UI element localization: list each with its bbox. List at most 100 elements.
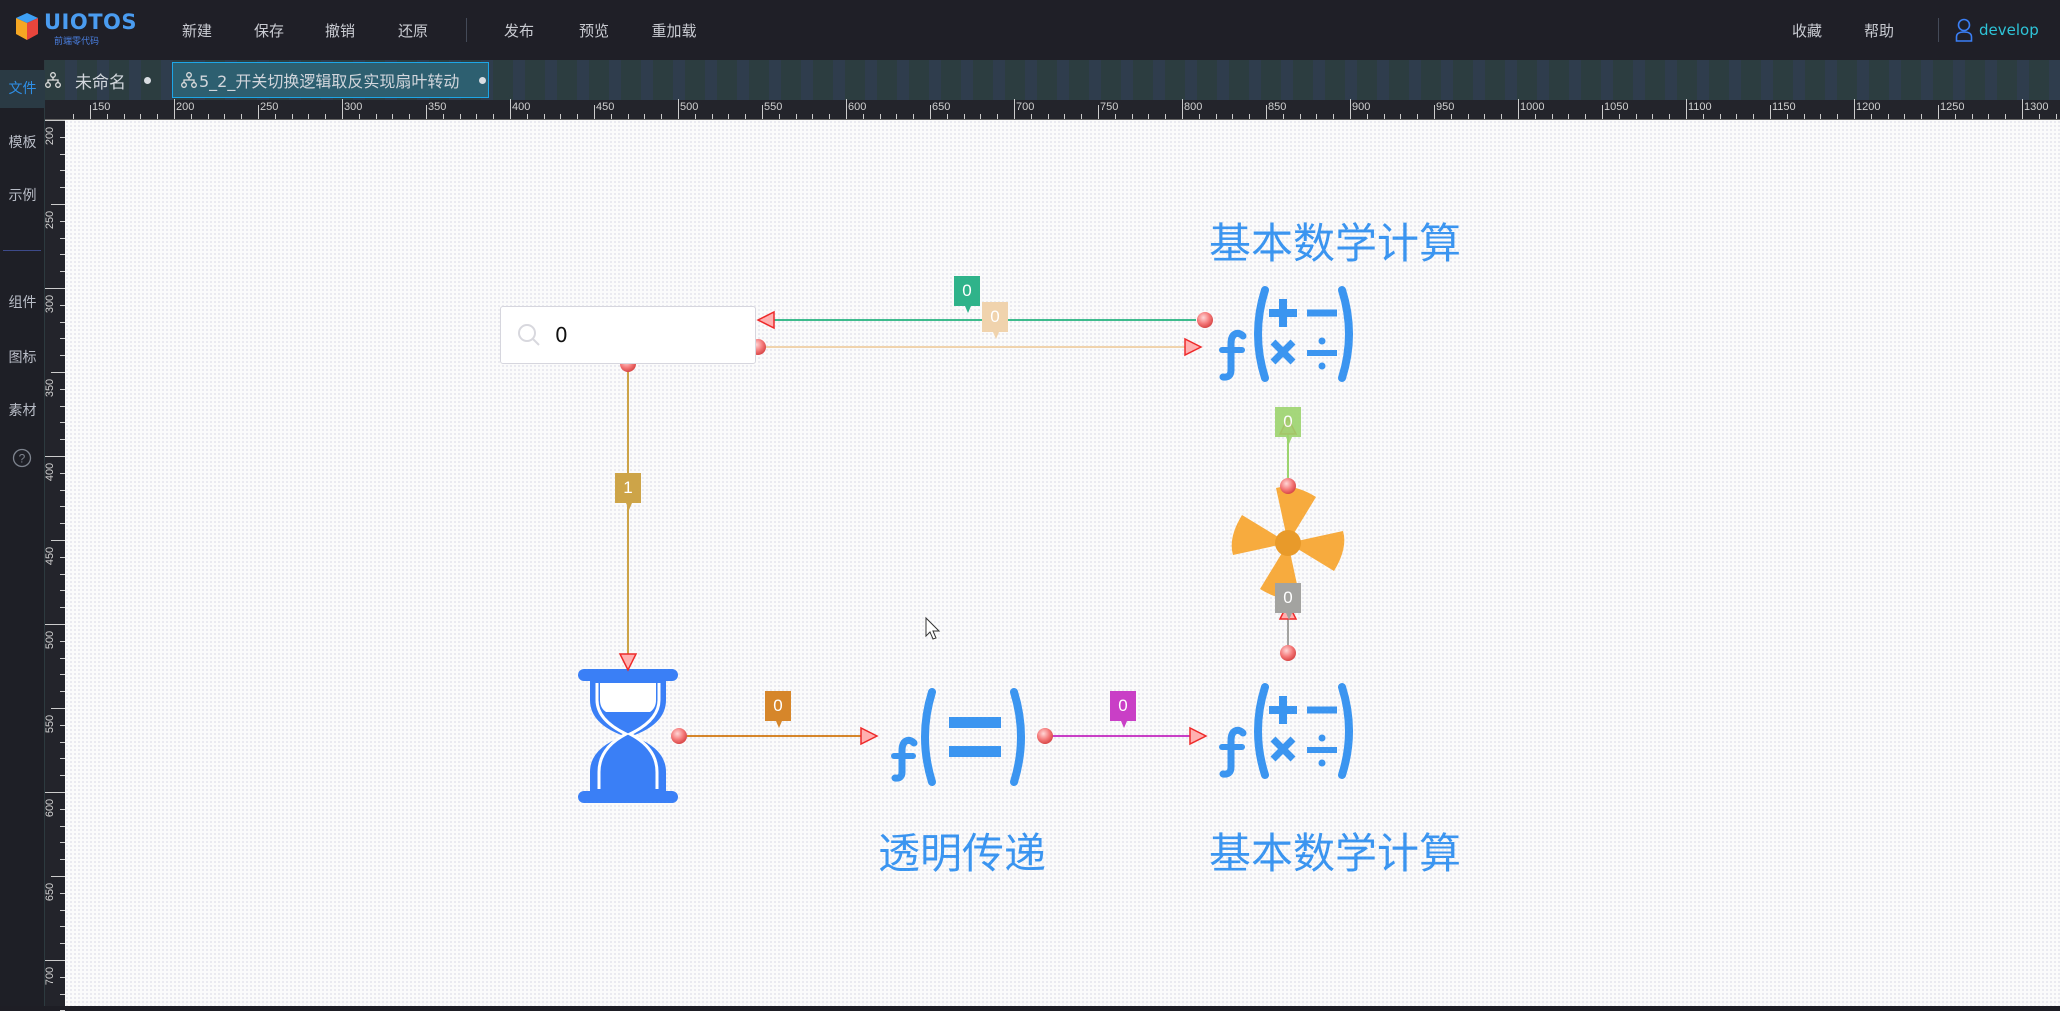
- sidebar-item-icons[interactable]: 图标: [8, 350, 37, 366]
- menu-publish[interactable]: 发布: [503, 22, 535, 40]
- ruler-tick: [60, 775, 65, 777]
- arrow-right: [1189, 726, 1208, 746]
- menu-preview[interactable]: 预览: [578, 22, 610, 40]
- hourglass-timer-node[interactable]: [578, 669, 678, 803]
- ruler-tick: [60, 187, 65, 189]
- ruler-tick: [60, 271, 65, 273]
- ruler-tick: [60, 506, 65, 508]
- link-value-label: 0: [1110, 691, 1136, 728]
- diagram-canvas[interactable]: 0 基本数学计算 透明传递 基本数学计算 0 0 1 0 0 0 0: [65, 120, 2060, 1006]
- menu-save[interactable]: 保存: [253, 22, 285, 40]
- pass-through-node[interactable]: [891, 688, 1025, 786]
- ruler-tick: [2022, 99, 2023, 119]
- question-circle-icon[interactable]: ?: [12, 448, 32, 468]
- ruler-tick: [1266, 105, 1267, 119]
- ruler-tick: [1047, 114, 1049, 119]
- ruler-tick: [60, 489, 65, 491]
- ruler-tick: [190, 114, 192, 119]
- menu-divider: [1938, 18, 1939, 42]
- ruler-tick: [60, 422, 65, 424]
- sidebar: 文件 模板 示例 组件 图标 素材 ?: [0, 60, 45, 1006]
- arrow-right: [1184, 337, 1203, 357]
- tab-untitled[interactable]: 未命名: [45, 60, 151, 100]
- ruler-tick: [678, 99, 679, 119]
- ruler-tick: [963, 114, 965, 119]
- ruler-tick: [560, 114, 562, 119]
- ruler-tick: [308, 114, 310, 119]
- ruler-tick: [60, 926, 65, 928]
- ruler-tick: [60, 573, 65, 575]
- menu-new[interactable]: 新建: [181, 22, 213, 40]
- ruler-tick: [1434, 105, 1435, 119]
- ruler-tick: [493, 114, 495, 119]
- ruler-tick: [762, 105, 763, 119]
- sidebar-item-components[interactable]: 组件: [8, 295, 37, 311]
- sidebar-item-example[interactable]: 示例: [8, 188, 37, 204]
- menu-undo[interactable]: 撤销: [324, 22, 356, 40]
- math-calc-node-bottom[interactable]: [1222, 687, 1349, 775]
- menu-help[interactable]: 帮助: [1863, 22, 1895, 40]
- ruler-tick: [60, 674, 65, 676]
- svg-text:?: ?: [19, 452, 26, 466]
- logo[interactable]: UIOTOS 前端零代码: [14, 10, 137, 50]
- sidebar-item-file[interactable]: 文件: [0, 70, 45, 108]
- ruler-label: 1100: [1688, 101, 1712, 113]
- ruler-tick: [1282, 114, 1284, 119]
- ruler-tick: [60, 523, 65, 525]
- ruler-tick: [60, 439, 65, 441]
- ruler-tick: [60, 640, 65, 642]
- ruler-label: 750: [1100, 101, 1119, 113]
- menu-reload[interactable]: 重加载: [651, 22, 697, 40]
- ruler-tick: [1618, 114, 1620, 119]
- tab-active-diagram[interactable]: 5_2_开关切换逻辑取反实现扇叶转动: [172, 62, 489, 98]
- arrow-down: [618, 653, 638, 672]
- ruler-tick: [2038, 114, 2040, 119]
- ruler-label: 500: [680, 101, 699, 113]
- link-value-label: 0: [765, 691, 791, 728]
- ruler-tick: [476, 114, 478, 119]
- ruler-label: 400: [44, 462, 57, 482]
- menu-restore[interactable]: 还原: [397, 22, 429, 40]
- ruler-label: 1050: [1604, 101, 1629, 113]
- ruler-tick: [1719, 114, 1721, 119]
- ruler-tick: [1938, 105, 1939, 119]
- ruler-tick: [1232, 114, 1234, 119]
- ruler-tick: [51, 708, 65, 709]
- ruler-tick: [1870, 114, 1872, 119]
- search-input-node[interactable]: 0: [500, 306, 756, 364]
- ruler-tick: [60, 388, 65, 390]
- ruler-tick: [409, 114, 411, 119]
- ruler-label: 950: [1436, 101, 1455, 113]
- user-menu[interactable]: develop: [1955, 16, 2039, 44]
- ruler-tick: [1686, 99, 1687, 119]
- ruler-tick: [1837, 114, 1839, 119]
- ruler-tick: [60, 153, 65, 155]
- ruler-tick: [1702, 114, 1704, 119]
- ruler-tick: [60, 993, 65, 995]
- ruler-tick: [1467, 114, 1469, 119]
- ruler-tick: [510, 99, 511, 119]
- ruler-tick: [795, 114, 797, 119]
- ruler-tick: [1602, 105, 1603, 119]
- ruler-label: 900: [1352, 101, 1371, 113]
- ruler-label: 1250: [1940, 101, 1965, 113]
- ruler-tick: [661, 114, 663, 119]
- port: [1197, 312, 1213, 328]
- math-calc-node-top[interactable]: [1222, 290, 1349, 378]
- username: develop: [1979, 21, 2039, 39]
- ruler-tick: [60, 842, 65, 844]
- ruler-tick: [728, 114, 730, 119]
- sidebar-item-assets[interactable]: 素材: [8, 403, 37, 419]
- ruler-tick: [930, 105, 931, 119]
- ruler-tick: [1198, 114, 1200, 119]
- ruler-label: 600: [44, 798, 57, 818]
- ruler-label: 300: [44, 294, 57, 314]
- ruler-label: 150: [92, 101, 111, 113]
- ruler-tick: [1786, 114, 1788, 119]
- menu-favorite[interactable]: 收藏: [1791, 22, 1823, 40]
- ruler-tick: [1299, 114, 1301, 119]
- sidebar-item-template[interactable]: 模板: [8, 135, 37, 151]
- ruler-tick: [1770, 105, 1771, 119]
